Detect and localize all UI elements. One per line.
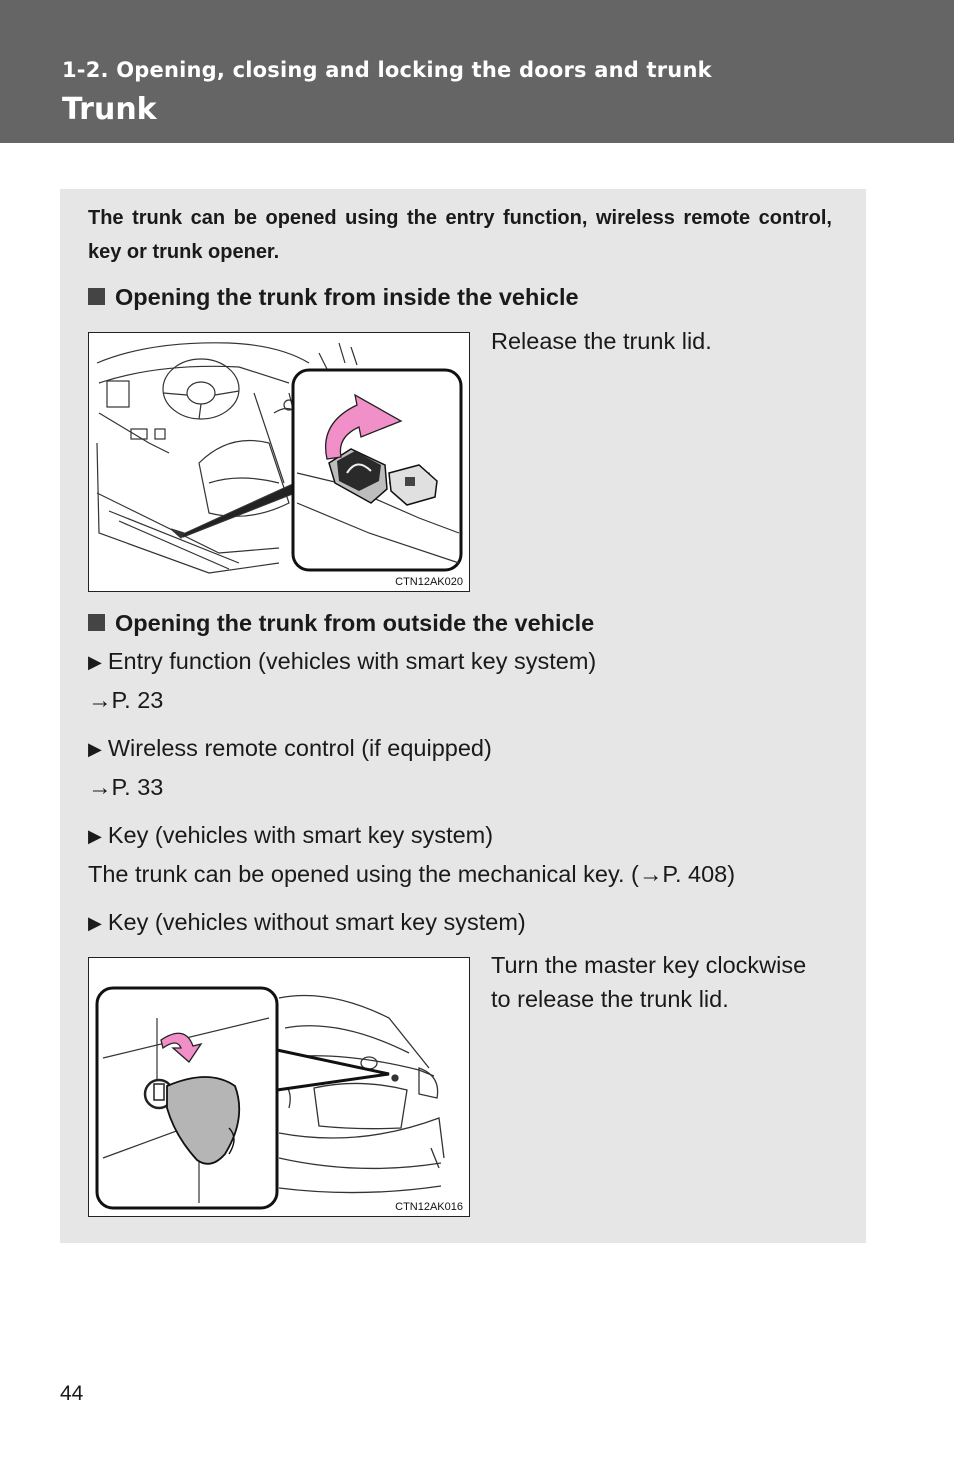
key-caption-line-1: Turn the master key clockwise	[491, 952, 807, 978]
triangle-bullet-icon: ▶	[88, 826, 102, 846]
page-number: 44	[60, 1382, 84, 1405]
outside-heading-text: Opening the trunk from outside the vehic…	[115, 610, 595, 636]
key-no-smart-item: ▶Key (vehicles without smart key system)	[88, 909, 526, 936]
inside-trunk-opener-illustration: CTN12AK020	[88, 332, 470, 592]
triangle-bullet-icon: ▶	[88, 652, 102, 672]
key-smart-label: Key (vehicles with smart key system)	[107, 822, 494, 848]
inside-heading: Opening the trunk from inside the vehicl…	[88, 284, 579, 311]
page-title: Trunk	[62, 92, 157, 127]
entry-function-label: Entry function (vehicles with smart key …	[107, 648, 597, 674]
entry-function-item: ▶Entry function (vehicles with smart key…	[88, 648, 596, 675]
entry-function-page-ref: →P. 23	[88, 687, 164, 713]
outside-heading: Opening the trunk from outside the vehic…	[88, 610, 594, 637]
key-no-smart-label: Key (vehicles without smart key system)	[107, 909, 526, 935]
square-bullet-icon	[88, 288, 105, 305]
key-caption-line-2: to release the trunk lid.	[491, 986, 729, 1012]
wireless-remote-label: Wireless remote control (if equipped)	[107, 735, 492, 761]
inside-heading-text: Opening the trunk from inside the vehicl…	[115, 284, 579, 310]
wireless-remote-page-ref: →P. 33	[88, 774, 164, 800]
figure-code: CTN12AK016	[395, 1201, 463, 1213]
rear-car-drawing	[95, 986, 445, 1210]
master-key-illustration: CTN12AK016	[88, 957, 470, 1217]
square-bullet-icon	[88, 614, 105, 631]
figure-code: CTN12AK020	[395, 576, 463, 588]
section-title: 1-2. Opening, closing and locking the do…	[62, 58, 712, 82]
interior-drawing	[96, 342, 463, 574]
intro-text: The trunk can be opened using the entry …	[88, 207, 832, 263]
triangle-bullet-icon: ▶	[88, 913, 102, 933]
key-smart-text: The trunk can be opened using the mechan…	[88, 861, 736, 887]
wireless-remote-item: ▶Wireless remote control (if equipped)	[88, 735, 492, 762]
triangle-bullet-icon: ▶	[88, 739, 102, 759]
inside-caption: Release the trunk lid.	[491, 328, 712, 354]
key-smart-item: ▶Key (vehicles with smart key system)	[88, 822, 493, 849]
page-header: 1-2. Opening, closing and locking the do…	[0, 0, 954, 143]
